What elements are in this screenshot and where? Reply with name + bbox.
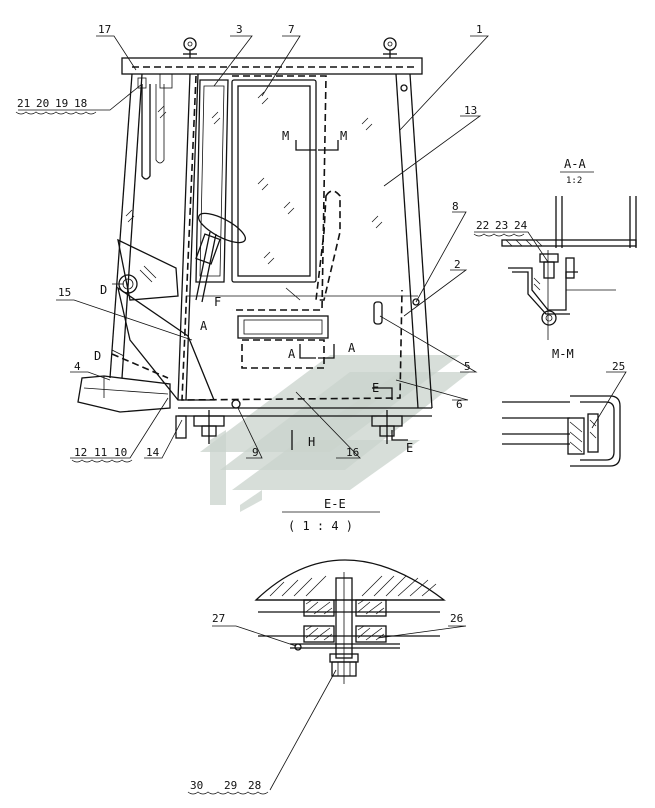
mark-e-bottom: E <box>406 441 413 455</box>
callout-13: 13 <box>464 104 477 117</box>
callout-14: 14 <box>146 446 160 459</box>
callout-28: 28 <box>248 779 261 792</box>
ee-top-dome <box>254 559 446 601</box>
callout-21: 21 <box>17 97 30 110</box>
callout-4: 4 <box>74 360 81 373</box>
front-step-plate <box>77 375 171 413</box>
callout-8: 8 <box>452 200 459 213</box>
cab-front-edge <box>109 73 133 379</box>
callout-22: 22 <box>476 219 489 232</box>
callout-leaders <box>18 35 627 459</box>
detail-e-e: E-E ( 1 : 4 ) <box>212 497 467 791</box>
callout-23: 23 <box>495 219 508 232</box>
callout-20: 20 <box>36 97 49 110</box>
mark-f: F <box>214 295 221 309</box>
section-letters: M M A A A E E D D F H <box>94 129 413 455</box>
seat-base <box>237 315 329 339</box>
callout-3: 3 <box>236 23 243 36</box>
glass-hatching <box>125 91 383 265</box>
mark-a-right: A <box>348 341 356 355</box>
ee-scale: ( 1 : 4 ) <box>288 519 353 533</box>
callout-30: 30 <box>190 779 203 792</box>
mark-m-left: M <box>282 129 289 143</box>
mm-title: M-M <box>552 347 574 361</box>
callout-15: 15 <box>58 286 71 299</box>
callout-7: 7 <box>288 23 295 36</box>
watermark-logo <box>200 355 470 512</box>
cab-roof <box>121 57 423 75</box>
callout-29: 29 <box>224 779 237 792</box>
ee-nut <box>331 661 357 677</box>
main-cab-view <box>77 37 433 450</box>
callout-11: 11 <box>94 446 107 459</box>
callout-18: 18 <box>74 97 87 110</box>
callout-25: 25 <box>612 360 625 373</box>
steering-wheel <box>195 212 246 303</box>
rear-bolt <box>412 298 420 306</box>
mount-right <box>371 410 403 444</box>
dashboard <box>117 238 179 301</box>
ee-title: E-E <box>324 497 346 511</box>
callout-16: 16 <box>346 446 359 459</box>
callout-19: 19 <box>55 97 68 110</box>
front-bracket <box>175 415 187 439</box>
aa-title: A-A <box>564 157 586 171</box>
door-front-post <box>177 73 191 401</box>
callout-5: 5 <box>464 360 471 373</box>
mark-d-bottom: D <box>94 349 101 363</box>
mark-a-left: A <box>288 347 296 361</box>
callout-24: 24 <box>514 219 528 232</box>
aa-scale: 1:2 <box>566 176 582 186</box>
mount-left <box>193 410 225 444</box>
cab-rear-edge <box>395 73 419 409</box>
lifting-eye-right <box>383 37 397 58</box>
callout-17: 17 <box>98 23 111 36</box>
mark-e-top: E <box>372 381 379 395</box>
callout-27: 27 <box>212 612 225 625</box>
operator-seat <box>237 190 341 369</box>
door-window <box>231 79 317 283</box>
mark-m-right: M <box>340 129 347 143</box>
wiper-pipe <box>141 84 151 180</box>
section-indicators <box>111 140 408 450</box>
detail-m-m: M-M <box>502 347 621 467</box>
callout-6: 6 <box>456 398 463 411</box>
callout-2: 2 <box>454 258 461 271</box>
callout-1: 1 <box>476 23 483 36</box>
mark-h: H <box>308 435 315 449</box>
detail-a-a: A-A 1:2 <box>501 157 637 340</box>
callout-26: 26 <box>450 612 463 625</box>
front-lower-panel <box>116 286 215 401</box>
mark-d-top: D <box>100 283 107 297</box>
callout-numbers: 1 2 3 4 5 6 7 8 9 10 11 12 13 14 15 16 1… <box>15 23 625 795</box>
callout-12: 12 <box>74 446 87 459</box>
mark-a-mid: A <box>200 319 208 333</box>
lifting-eye-left <box>183 37 197 58</box>
callout-9: 9 <box>252 446 259 459</box>
rear-switch <box>373 301 383 325</box>
callout-10: 10 <box>114 446 127 459</box>
